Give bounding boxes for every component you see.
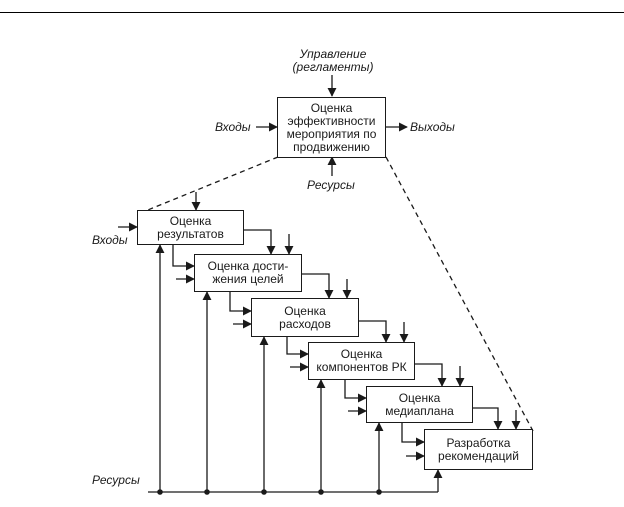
step-box-5: Оценка медиаплана: [366, 386, 473, 423]
control-label: Управление (регламенты): [292, 47, 374, 74]
top-resources-label: Ресурсы: [307, 178, 355, 192]
step3-output-drop: [359, 320, 391, 343]
lower-input-label: Входы: [92, 233, 128, 247]
step1-output-drop: [244, 229, 276, 255]
top-input-label: Входы: [215, 120, 251, 134]
step-box-4: Оценка компонентов РК: [308, 342, 415, 380]
top-output-label: Выходы: [410, 120, 455, 134]
decomposition-left-dashed: [137, 156, 279, 215]
bus-junction-4: [318, 489, 324, 495]
lower-resources-label: Ресурсы: [92, 473, 140, 487]
bus-junction-3: [261, 489, 267, 495]
step5-output-drop: [473, 407, 503, 430]
bus-junction-2: [204, 489, 210, 495]
bus-junction-5: [376, 489, 382, 495]
step-box-6: Разработка рекомендаций: [424, 429, 533, 470]
bus-junction-1: [157, 489, 163, 495]
flow-3-4: [286, 336, 309, 359]
step4-output-drop: [415, 363, 447, 387]
flow-2-3: [229, 291, 252, 316]
step2-output-drop: [302, 273, 334, 299]
top-process-box: Оценка эффективности мероприятия по прод…: [277, 97, 386, 158]
flow-4-5: [344, 379, 367, 403]
step-box-3: Оценка расходов: [251, 298, 359, 337]
flow-5-6: [401, 422, 425, 447]
step-box-1: Оценка результатов: [137, 210, 244, 245]
flow-1-2: [172, 244, 195, 271]
decomposition-right-dashed: [385, 156, 534, 432]
top-rule: [0, 12, 624, 13]
step-box-2: Оценка дости- жения целей: [194, 254, 302, 292]
